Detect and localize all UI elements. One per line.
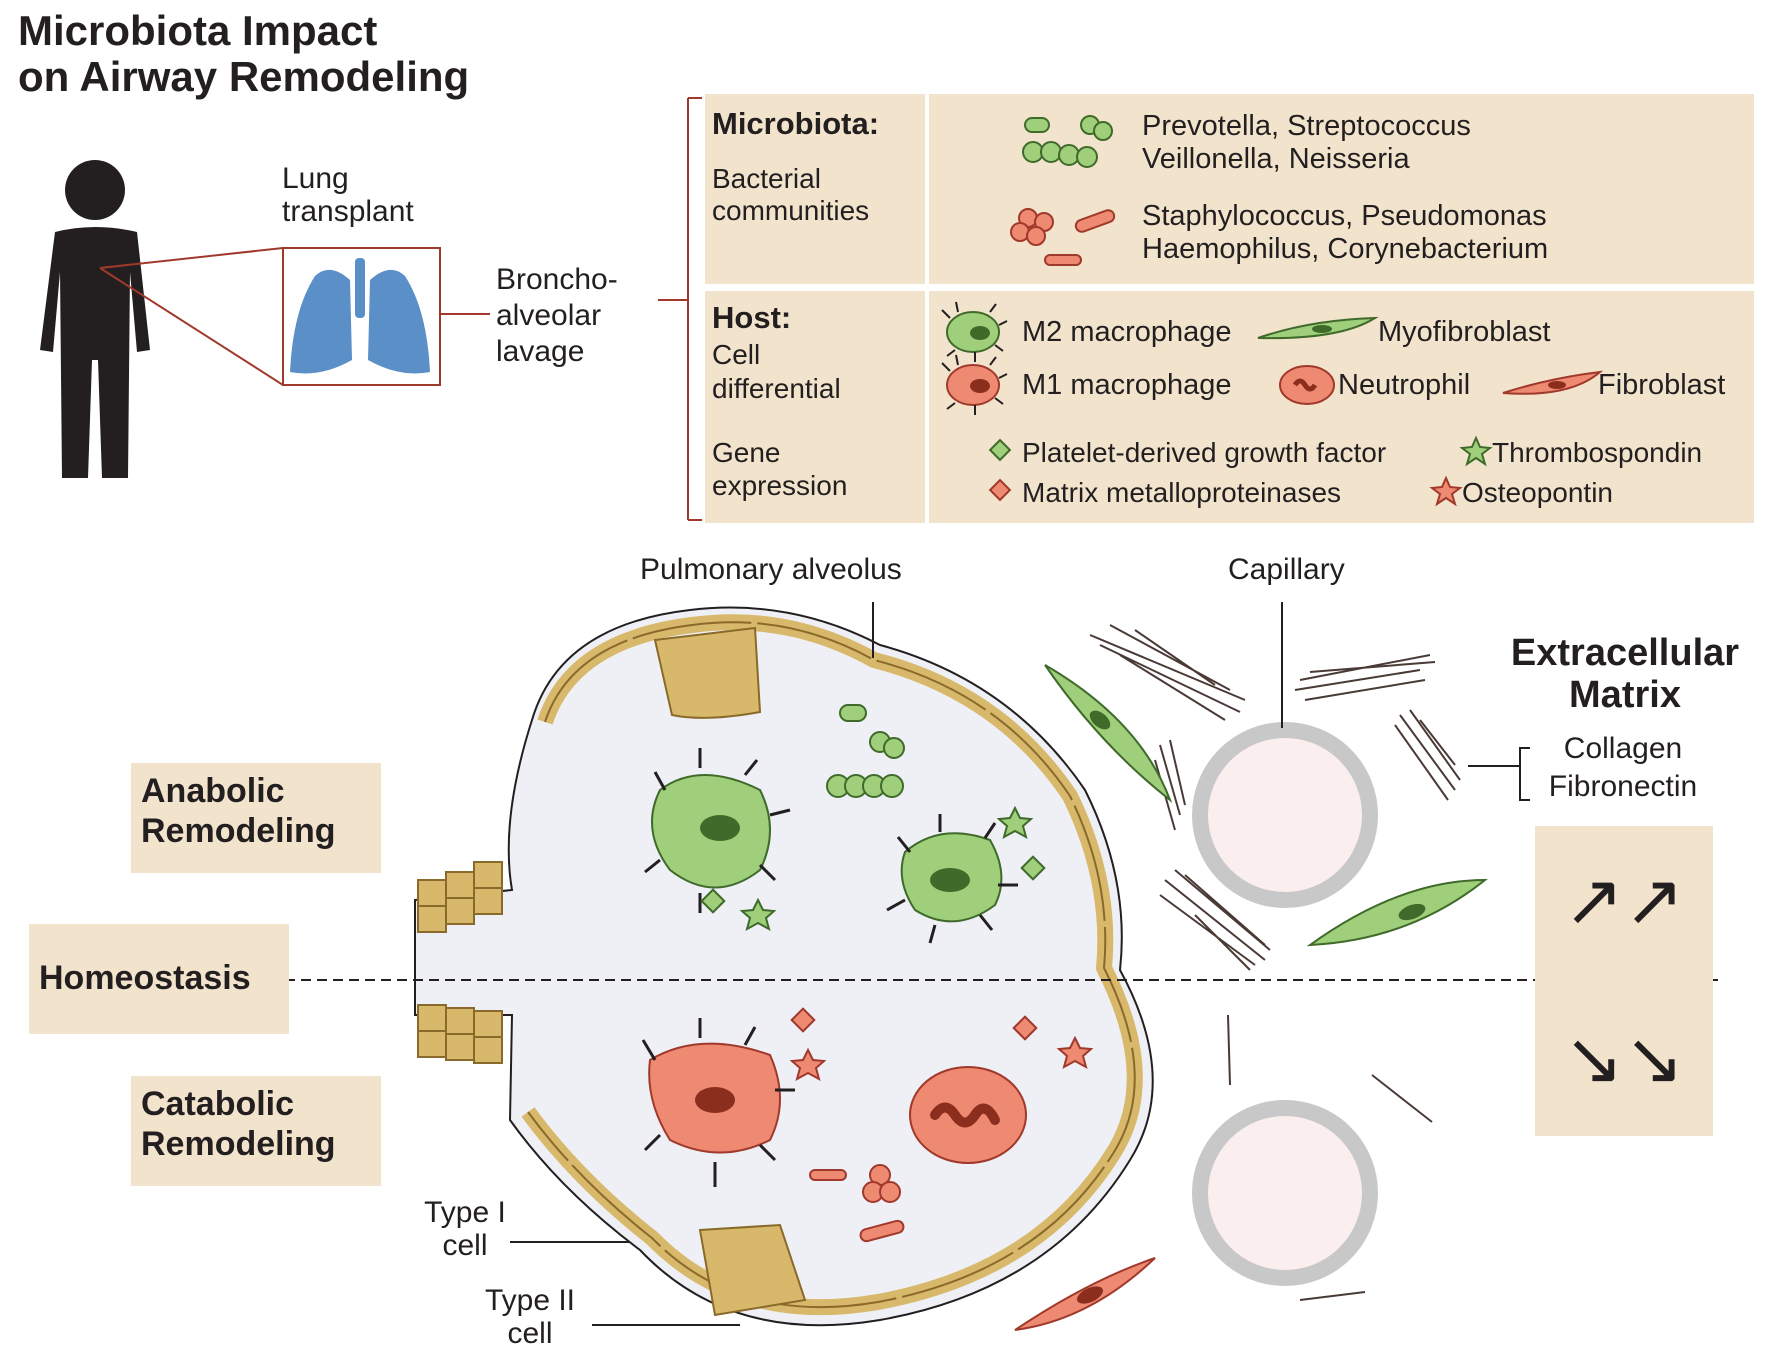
- pdgf-label: Platelet-derived growth factor: [1022, 437, 1387, 468]
- ecm-arrow-panel: [1535, 826, 1713, 1136]
- host-panel: [705, 291, 1754, 523]
- capillaries: [1192, 722, 1378, 1286]
- ecm-components: Collagen Fibronectin: [1533, 730, 1713, 806]
- bal-bracket: [658, 97, 702, 521]
- green-bacteria-list: Prevotella, Streptococcus Veillonella, N…: [1142, 110, 1471, 175]
- type1-cell-label: Type I cell: [424, 1196, 506, 1262]
- myofibroblast-label: Myofibroblast: [1378, 316, 1551, 348]
- type2-cell-label: Type II cell: [484, 1284, 576, 1350]
- fibroblast-legend-icon: [1502, 370, 1604, 395]
- m1-label: M1 macrophage: [1022, 369, 1232, 401]
- collagen-label: Collagen: [1563, 732, 1683, 765]
- host-heading: Host:: [712, 300, 792, 335]
- mmp-legend-icon: [988, 478, 1012, 502]
- figure-title: Microbiota Impact on Airway Remodeling: [18, 8, 469, 100]
- bal-label: Broncho- alveolar lavage: [496, 263, 618, 368]
- thrombospondin-label: Thrombospondin: [1492, 437, 1703, 468]
- ecm-decrease-arrows: ↘↘: [1563, 1016, 1685, 1100]
- myofibroblast-cells: [1044, 664, 1488, 947]
- alveolus-label: Pulmonary alveolus: [640, 553, 902, 586]
- ecm-heading: Extracellular Matrix: [1510, 632, 1740, 716]
- pdgf-legend-icon: [988, 438, 1012, 462]
- ecm-fibers: [1089, 624, 1461, 1301]
- lung-transplant-label: Lung transplant: [282, 162, 414, 228]
- gene-expression-label: Gene expression: [712, 437, 848, 501]
- red-bacteria-icon: [1010, 208, 1116, 266]
- m1-legend-icon: [941, 354, 1008, 415]
- ecm-increase-arrows: ↗↗: [1563, 858, 1685, 942]
- lungs-icon: [290, 258, 430, 374]
- catabolic-cells: [641, 1007, 1094, 1243]
- zoom-lines: [99, 247, 490, 386]
- catabolic-remodeling-box: Catabolic Remodeling: [131, 1076, 381, 1186]
- myofibroblast-legend-icon: [1257, 316, 1379, 340]
- thrombospondin-legend-icon: [1459, 435, 1493, 467]
- neutrophil-legend-icon: [1279, 365, 1335, 405]
- homeostasis-box: Homeostasis: [29, 924, 289, 1034]
- title-line-2: on Airway Remodeling: [18, 53, 470, 100]
- osteopontin-label: Osteopontin: [1462, 477, 1613, 508]
- person-icon: [40, 160, 150, 478]
- microbiota-panel: [705, 94, 1754, 284]
- leader-lines: [510, 602, 1530, 1326]
- cell-differential-label: Cell differential: [712, 339, 841, 404]
- fibroblast-label: Fibroblast: [1598, 369, 1726, 401]
- neutrophil-label: Neutrophil: [1338, 369, 1471, 401]
- m2-legend-icon: [941, 301, 1008, 362]
- microbiota-heading: Microbiota:: [712, 106, 880, 141]
- fibronectin-label: Fibronectin: [1548, 770, 1698, 803]
- anabolic-remodeling-box: Anabolic Remodeling: [131, 763, 381, 873]
- red-bacteria-list: Staphylococcus, Pseudomonas Haemophilus,…: [1142, 200, 1549, 265]
- green-bacteria-icon: [1022, 115, 1113, 168]
- m2-label: M2 macrophage: [1022, 316, 1232, 348]
- bacterial-communities-label: Bacterial communities: [712, 163, 870, 226]
- osteopontin-legend-icon: [1429, 475, 1463, 507]
- anabolic-cells: [644, 704, 1046, 944]
- capillary-label: Capillary: [1228, 553, 1345, 586]
- alveolus: [414, 606, 1154, 1327]
- title-line-1: Microbiota Impact: [18, 7, 378, 54]
- fibroblast-cells: [1014, 1257, 1156, 1331]
- mmp-label: Matrix metalloproteinases: [1022, 477, 1342, 508]
